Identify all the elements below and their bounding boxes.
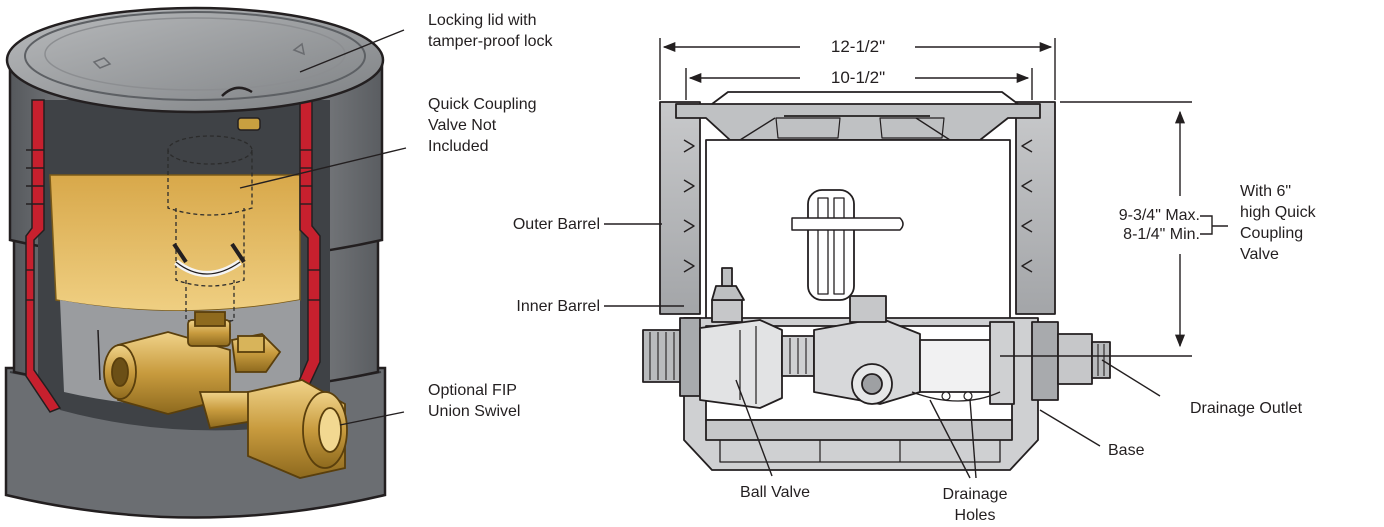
callout-fip-union-swivel-line-2: Union Swivel	[428, 403, 521, 420]
dimension-note-line-3: Coupling	[1240, 225, 1304, 242]
callout-drainage-outlet: Drainage Outlet	[1190, 400, 1303, 417]
dimension-max-height: 9-3/4" Max.	[1118, 207, 1200, 224]
dimension-min-height: 8-1/4" Min.	[1123, 226, 1200, 243]
callout-quick-coupling-line-2: Valve Not	[428, 117, 497, 134]
callout-fip-union-swivel-line-1: Optional FIP	[428, 382, 517, 399]
callout-quick-coupling: Quick Coupling Valve Not Included	[428, 94, 537, 157]
dimension-outer-width: 12-1/2"	[830, 37, 886, 56]
callout-locking-lid-line-2: tamper-proof lock	[428, 33, 553, 50]
callout-ball-valve: Ball Valve	[740, 484, 810, 501]
callout-drainage-holes-line-2: Holes	[954, 507, 996, 524]
technical-cross-section	[642, 91, 1111, 471]
dimension-inner-width: 10-1/2"	[830, 68, 886, 87]
callout-locking-lid-line-1: Locking lid with	[428, 12, 537, 29]
callout-inner-barrel: Inner Barrel	[516, 298, 600, 315]
dimension-note-line-2: high Quick	[1240, 204, 1316, 221]
right-leader-lines	[604, 223, 1161, 479]
left-leader-lines	[239, 29, 407, 426]
callout-locking-lid: Locking lid with tamper-proof lock	[428, 10, 553, 52]
callout-fip-union-swivel: Optional FIP Union Swivel	[428, 380, 520, 422]
callout-drainage-holes: Drainage Holes	[925, 484, 1025, 526]
dimension-note-line-4: Valve	[1240, 246, 1279, 263]
callout-outer-barrel: Outer Barrel	[512, 216, 600, 233]
dimension-note: With 6" high Quick Coupling Valve	[1240, 181, 1316, 265]
callout-drainage-holes-line-1: Drainage	[942, 486, 1008, 503]
cutaway-valve-box-illustration	[4, 6, 387, 519]
callout-quick-coupling-line-1: Quick Coupling	[428, 96, 537, 113]
callout-base: Base	[1108, 442, 1145, 459]
dimension-note-line-1: With 6"	[1240, 183, 1292, 200]
dimension-lines	[659, 38, 1228, 357]
callout-quick-coupling-line-3: Included	[428, 138, 489, 155]
